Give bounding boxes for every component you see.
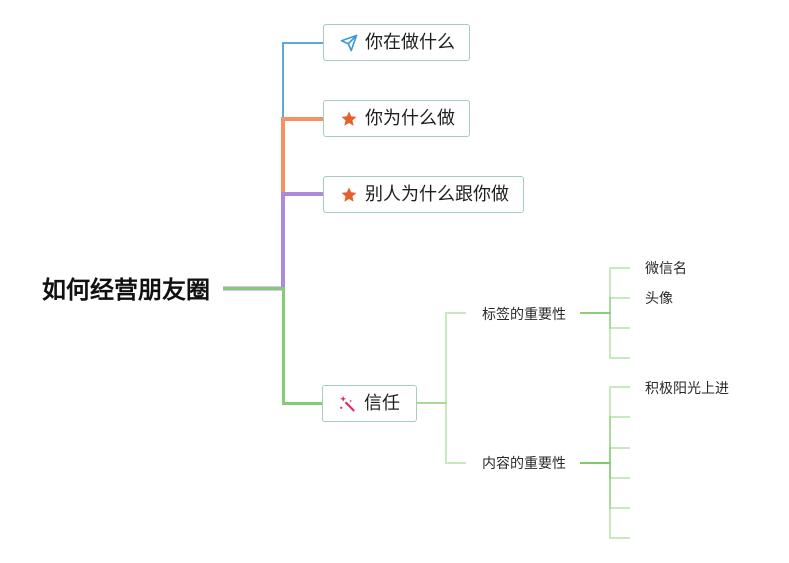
leaf-line-empty — [580, 462, 630, 479]
leaf-label: 头像 — [645, 291, 673, 307]
branch-line-why-others-follow — [223, 192, 323, 291]
leaf-line-positive-upbeat — [580, 386, 630, 464]
leaf-line-empty — [580, 312, 630, 359]
leaf-topic-avatar[interactable]: 头像 — [630, 289, 673, 309]
subbranch-line-tag-importance — [417, 312, 466, 404]
star-icon — [340, 186, 358, 204]
paper-plane-icon-shape — [340, 34, 358, 51]
topic-why-others-follow-you[interactable]: 别人为什么跟你做 — [323, 176, 524, 213]
magic-wand-sparkles — [340, 395, 352, 409]
leaf-line-empty — [580, 416, 630, 464]
star-icon-shape — [341, 110, 357, 126]
leaf-topic-wechat-name[interactable]: 微信名 — [630, 259, 687, 279]
leaf-label: 微信名 — [645, 261, 687, 277]
root-topic[interactable]: 如何经营朋友圈 — [30, 274, 222, 306]
leaf-line-empty — [580, 462, 630, 509]
magic-wand-icon — [339, 395, 357, 413]
leaf-label: 积极阳光上进 — [645, 381, 729, 397]
leaf-topic-empty[interactable] — [630, 349, 666, 369]
subbranch-line-content-importance — [417, 402, 466, 464]
leaf-line-empty — [580, 312, 630, 329]
topic-trust[interactable]: 信任 — [322, 385, 417, 422]
topic-why-you-do-it[interactable]: 你为什么做 — [323, 100, 470, 137]
subtopic-tag-importance[interactable]: 标签的重要性 — [466, 303, 580, 327]
leaf-line-avatar — [580, 297, 630, 314]
subtopic-label: 内容的重要性 — [482, 456, 566, 472]
topic-label: 别人为什么跟你做 — [365, 183, 509, 205]
trust-subbranch-lines — [417, 267, 630, 539]
topic-label: 信任 — [364, 392, 400, 414]
leaf-topic-empty[interactable] — [630, 319, 666, 339]
leaf-topic-empty[interactable] — [630, 499, 666, 519]
topic-label: 你在做什么 — [365, 31, 455, 53]
leaf-topic-empty[interactable] — [630, 439, 666, 459]
leaf-topic-positive-upbeat[interactable]: 积极阳光上进 — [630, 379, 729, 399]
leaf-line-empty — [580, 462, 630, 539]
branch-line-trust — [223, 287, 322, 405]
root-topic-label: 如何经营朋友圈 — [42, 276, 210, 304]
subtopic-label: 标签的重要性 — [482, 307, 566, 323]
leaf-topic-empty[interactable] — [630, 409, 666, 429]
leaf-topic-empty[interactable] — [630, 469, 666, 489]
topic-label: 你为什么做 — [365, 107, 455, 129]
leaf-line-wechat-name — [580, 267, 630, 314]
magic-wand-stick — [345, 401, 355, 411]
branch-line-what-are-you-doing — [223, 42, 323, 290]
branch-line-why-you-do-it — [223, 117, 323, 291]
star-icon-shape — [341, 186, 357, 202]
star-icon — [340, 110, 358, 128]
subtopic-content-importance[interactable]: 内容的重要性 — [466, 452, 580, 476]
leaf-topic-empty[interactable] — [630, 529, 666, 549]
paper-plane-icon — [340, 34, 358, 52]
leaf-line-empty — [580, 447, 630, 464]
topic-what-are-you-doing[interactable]: 你在做什么 — [323, 24, 470, 61]
